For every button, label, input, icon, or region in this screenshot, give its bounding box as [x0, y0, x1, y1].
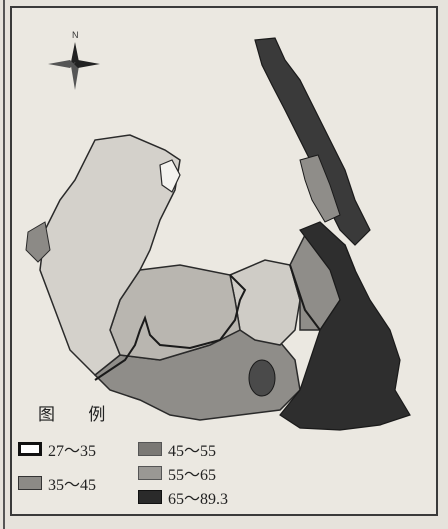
legend-item-55-65: 55～65 [138, 462, 216, 484]
legend-swatch-mid [18, 476, 42, 490]
legend-swatch-lightgray [138, 466, 162, 480]
legend-item-27-35: 27～35 [18, 438, 96, 460]
legend-item-35-45: 35～45 [18, 472, 96, 494]
page-edge-line [3, 0, 5, 529]
legend-swatch-gray [138, 442, 162, 456]
legend-label: 65～89.3 [168, 491, 229, 508]
legend-item-45-55: 45～55 [138, 438, 216, 460]
compass-rose-icon: N [48, 30, 100, 90]
legend-label: 45～55 [168, 443, 217, 460]
region-northwest-27-35 [39, 134, 181, 377]
region-west-patch [25, 221, 51, 263]
region-dark-oval [248, 359, 276, 397]
legend-swatch-dark [138, 490, 162, 504]
region-east-south-65-89 [279, 221, 411, 431]
legend-title: 图 例 [38, 405, 120, 425]
region-east-mid-strip [299, 154, 341, 223]
region-east-north-65-89 [254, 37, 371, 246]
river-line-east [289, 264, 321, 331]
legend-item-65-89: 65～89.3 [138, 486, 228, 508]
region-white-patch [159, 159, 181, 193]
legend-swatch-white [18, 442, 42, 456]
legend-label: 35～45 [48, 477, 97, 494]
legend-label: 55～65 [168, 467, 217, 484]
north-label: N [72, 30, 79, 40]
river-line [94, 274, 247, 381]
legend-label: 27～35 [48, 443, 97, 460]
